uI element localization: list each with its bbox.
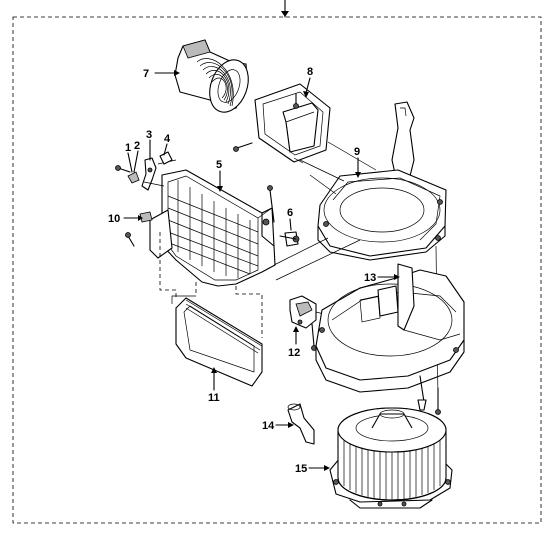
part-5-filter-housing bbox=[149, 169, 276, 287]
part-15-blower-motor bbox=[329, 407, 453, 509]
callout-6: 6 bbox=[287, 207, 293, 219]
part-7-duct bbox=[174, 39, 249, 113]
callout-11: 11 bbox=[208, 392, 220, 404]
leader-6 bbox=[289, 218, 292, 231]
callout-2: 2 bbox=[134, 140, 140, 152]
frame-lead-arrow bbox=[281, 11, 289, 17]
callout-8: 8 bbox=[307, 66, 313, 78]
callout-3: 3 bbox=[146, 129, 152, 141]
part-6-screw bbox=[267, 185, 300, 247]
part-10-clip bbox=[125, 211, 153, 247]
callout-12: 12 bbox=[288, 347, 300, 359]
callout-9: 9 bbox=[354, 146, 360, 158]
callout-labels: 1 2 3 4 5 6 7 8 9 10 11 12 13 14 15 bbox=[108, 66, 376, 475]
callout-5: 5 bbox=[216, 159, 222, 171]
leader-8 bbox=[305, 77, 311, 94]
part-14-cooling-tube bbox=[287, 403, 315, 445]
leader-1 bbox=[127, 152, 133, 173]
callout-10: 10 bbox=[108, 213, 120, 225]
callout-4: 4 bbox=[164, 133, 171, 145]
leader-2 bbox=[133, 150, 139, 173]
callout-15: 15 bbox=[295, 463, 307, 475]
assembly-lines-left bbox=[159, 232, 263, 338]
parts-1-4-lever bbox=[115, 151, 177, 191]
part-8-inlet-frame bbox=[233, 83, 331, 164]
diagram-frame bbox=[12, 16, 542, 524]
callout-1: 1 bbox=[125, 142, 131, 154]
leader-4 bbox=[163, 143, 168, 156]
part-11-filter bbox=[175, 297, 263, 387]
callout-leaders bbox=[123, 70, 400, 471]
part-13-lower-case bbox=[315, 263, 465, 415]
part-9-upper-case bbox=[317, 101, 447, 261]
callout-7: 7 bbox=[143, 68, 149, 80]
callout-13: 13 bbox=[364, 272, 376, 284]
callout-14: 14 bbox=[262, 420, 275, 432]
